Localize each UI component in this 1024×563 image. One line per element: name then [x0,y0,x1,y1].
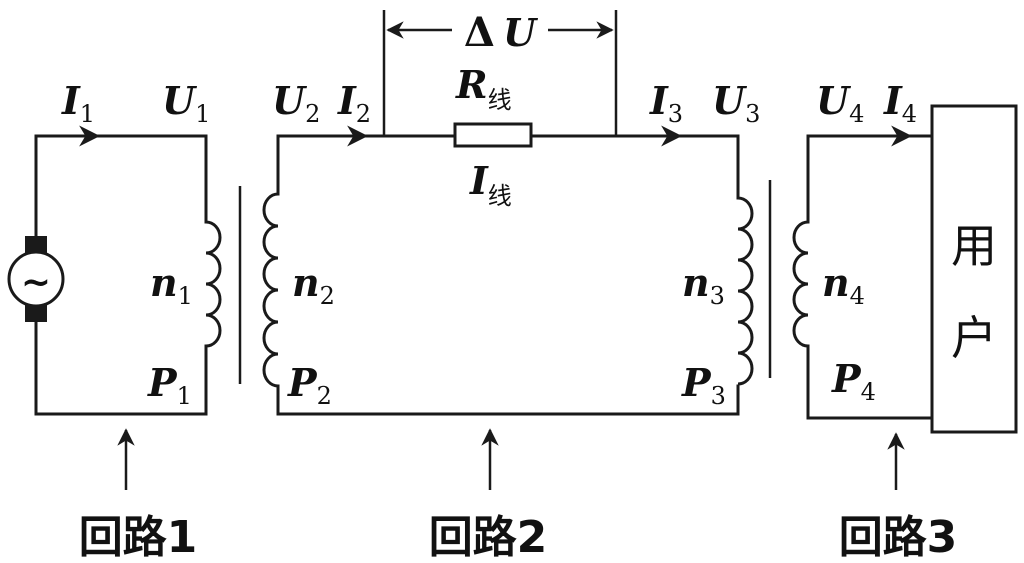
loop1-power-label: P1 [147,360,192,410]
loop2-power-out-label: P3 [681,360,726,410]
loop3-circuit: 用 户 U4 I4 n4 P4 [792,78,1018,434]
loop3-top-wire [806,134,934,224]
loop3-bottom-wire [806,344,934,420]
user-box-char1: 用 [951,219,997,273]
loop2-voltage-in-label: U2 [272,78,320,128]
loop2-bottom-wire [276,384,740,416]
loop2-turns-in-label: n2 [292,260,335,310]
loop2-current-in-label: I2 [337,78,371,128]
loop2-top-left-wire [276,134,457,196]
loop3-power-label: P4 [831,356,876,406]
resistor-label: R线 [455,62,512,114]
loop1-top-wire [34,134,208,224]
line-current-label: I线 [469,158,512,210]
loop2-power-in-label: P2 [287,360,332,410]
coil-n3 [737,196,754,386]
loop2-turns-out-label: n3 [682,260,725,310]
loop2-top-right-wire [529,134,740,200]
loop1-current-label: I1 [61,78,95,128]
loop1-turns-label: n1 [150,260,193,310]
loop2-current-out-label: I3 [649,78,683,128]
loop2-voltage-out-label: U3 [712,78,760,128]
generator-symbol: ~ [21,262,51,303]
loop2-label: 回路2 [429,512,548,563]
loop1-circuit: ~ I1 U1 n1 P1 [7,78,222,416]
generator-icon: ~ [7,236,65,322]
coil-n4 [792,220,809,348]
loop3-voltage-label: U4 [816,78,864,128]
loop1-label: 回路1 [79,512,198,563]
loop3-current-label: I4 [883,78,917,128]
coil-n1 [205,220,222,348]
loop1-voltage-label: U1 [162,78,210,128]
user-box [930,104,1018,434]
loop3-turns-label: n4 [822,260,865,310]
loop1-bottom-wire [34,320,208,416]
coil-n2 [262,192,279,388]
loop3-label: 回路3 [839,512,958,563]
user-box-char2: 户 [951,311,997,365]
line-resistor [453,122,533,148]
